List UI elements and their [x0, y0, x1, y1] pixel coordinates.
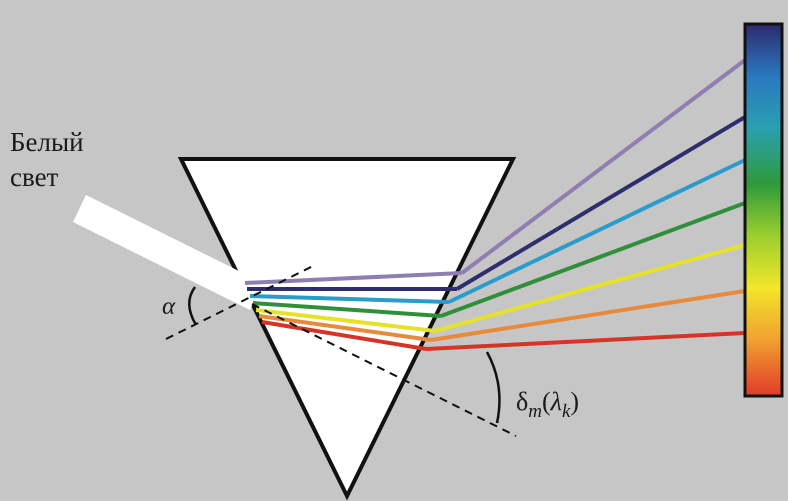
- internal-ray-orange: [258, 314, 432, 342]
- internal-ray-yellow: [255, 308, 436, 333]
- internal-ray-green: [252, 301, 442, 318]
- exit-ray-green: [440, 201, 746, 318]
- incidence-angle-arc-icon: [188, 286, 198, 326]
- deviation-close-paren: ): [570, 387, 579, 416]
- deviation-symbol: δ: [516, 387, 528, 416]
- deviation-lambda-subscript: k: [562, 401, 571, 422]
- deviation-open-paren: (: [542, 387, 551, 416]
- deviation-lambda: λ: [550, 387, 562, 416]
- exit-ray-red: [425, 331, 746, 351]
- exit-ray-indigo: [455, 115, 747, 291]
- deviation-subscript: m: [528, 401, 542, 422]
- undeviated-path-dashed-line: [251, 303, 517, 437]
- incident-white-beam: [73, 195, 263, 310]
- white-light-label-line2: свет: [10, 162, 59, 192]
- white-light-label-line1: Белый: [10, 127, 84, 157]
- internal-ray-blue: [249, 294, 450, 304]
- deviation-angle-arc-icon: [485, 351, 501, 424]
- exit-ray-yellow: [434, 243, 746, 333]
- exit-spectrum-rays: [425, 58, 747, 351]
- spectrum-screen: [743, 22, 784, 398]
- exit-ray-blue: [448, 158, 746, 304]
- exit-ray-orange: [430, 289, 746, 342]
- incidence-angle-label: α: [162, 293, 176, 320]
- exit-ray-violet: [460, 58, 747, 275]
- deviation-angle-label: δm(λk): [516, 387, 579, 422]
- internal-ray-red: [261, 320, 427, 351]
